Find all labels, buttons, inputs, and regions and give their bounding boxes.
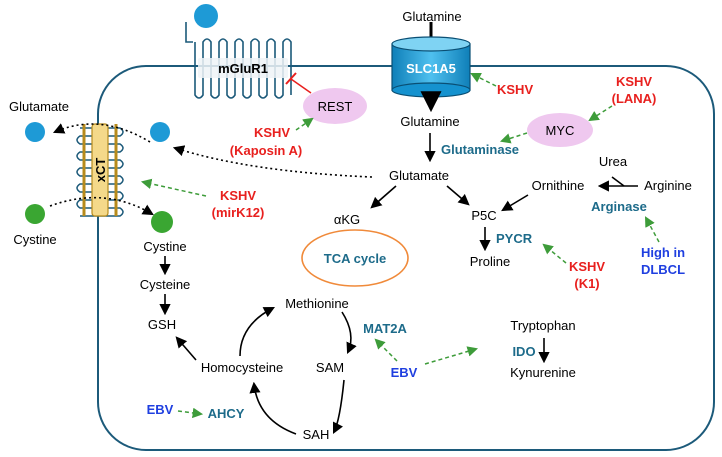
glutamate-outside-label: Glutamate xyxy=(9,99,69,114)
cystine-outside-label: Cystine xyxy=(13,232,56,247)
glutamine-outside-label: Glutamine xyxy=(402,9,461,24)
kshv-kaposin-label-1: KSHV xyxy=(254,125,290,140)
arginase-label: Arginase xyxy=(591,199,647,214)
glutamate-export-arrow xyxy=(52,123,151,143)
kshv-kaposin-arrow xyxy=(295,117,314,131)
sam-to-sah-arc xyxy=(332,379,345,435)
myc-glutaminase-arrow xyxy=(499,132,528,144)
homocysteine-to-methionine-arc xyxy=(239,306,275,357)
kshv-lana-label-2: (LANA) xyxy=(612,91,657,106)
sam-label: SAM xyxy=(316,360,344,375)
rest-label: REST xyxy=(318,99,353,114)
mglur1-receptor xyxy=(185,4,292,99)
ebv-ahcy-arrow xyxy=(177,407,204,419)
urea-branch-arrow xyxy=(611,176,625,187)
xct-label: xCT xyxy=(93,158,108,183)
cystine-inside-circle xyxy=(151,211,173,233)
kshv-mirk12-label-2: (mirK12) xyxy=(212,205,265,220)
akg-label: αKG xyxy=(334,212,360,227)
tca-cycle-label: TCA cycle xyxy=(324,251,386,266)
kshv-lana-arrow xyxy=(588,105,613,122)
rest-inhibits-mglur1 xyxy=(290,78,312,94)
arginine-label: Arginine xyxy=(644,178,692,193)
methionine-to-sam-arc xyxy=(341,311,357,355)
glutamate-outside-circle xyxy=(25,122,45,142)
mglur1-label: mGluR1 xyxy=(218,61,268,76)
methionine-label: Methionine xyxy=(285,296,349,311)
myc-label: MYC xyxy=(546,123,575,138)
tca-cycle-ellipse xyxy=(301,229,409,287)
kshv-slc1a5-arrow xyxy=(470,73,497,87)
ido-label: IDO xyxy=(512,344,535,359)
ornithine-label: Ornithine xyxy=(532,178,585,193)
glutamate-center-label: Glutamate xyxy=(389,168,449,183)
kshv-lana-label-1: KSHV xyxy=(616,74,652,89)
kshv-kaposin-label-2: (Kaposin A) xyxy=(230,143,302,158)
high-in-dlbcl-label-1: High in xyxy=(641,245,685,260)
homocysteine-to-gsh-arrow xyxy=(175,336,197,361)
myc-ellipse xyxy=(527,113,593,147)
glutamate-inside-circle xyxy=(150,122,170,142)
urea-label: Urea xyxy=(599,154,628,169)
high-in-dlbcl-label-2: DLBCL xyxy=(641,262,685,277)
glutamate-to-xct-arrow xyxy=(172,145,373,178)
tryptophan-label: Tryptophan xyxy=(510,318,575,333)
xct-transporter xyxy=(76,123,124,217)
sah-label: SAH xyxy=(303,427,330,442)
dlbcl-arginase-arrow xyxy=(644,216,660,243)
ornithine-to-p5c-arrow xyxy=(501,194,529,212)
kshv-k1-label-1: KSHV xyxy=(569,259,605,274)
kshv-mirk12-label-1: KSHV xyxy=(220,188,256,203)
cysteine-label: Cysteine xyxy=(140,277,191,292)
p5c-label: P5C xyxy=(471,208,496,223)
glutaminase-label: Glutaminase xyxy=(441,142,519,157)
ebv-mat2a-arrow xyxy=(374,338,398,362)
slc1a5-transporter xyxy=(391,22,471,113)
glutamate-to-p5c-arrow xyxy=(446,185,470,206)
kshv-slc1a5-label: KSHV xyxy=(497,82,533,97)
homocysteine-label: Homocysteine xyxy=(201,360,283,375)
kynurenine-label: Kynurenine xyxy=(510,365,576,380)
ebv-ido-arrow xyxy=(424,346,479,365)
pycr-label: PYCR xyxy=(496,231,533,246)
glutamate-to-akg-arrow xyxy=(370,185,397,209)
kshv-k1-label-2: (K1) xyxy=(574,276,599,291)
slc1a5-label: SLC1A5 xyxy=(406,61,456,76)
kshv-mirk12-arrow xyxy=(140,178,207,197)
kshv-k1-arrow xyxy=(542,243,567,264)
gsh-label: GSH xyxy=(148,317,176,332)
mat2a-label: MAT2A xyxy=(363,321,407,336)
ebv-ahcy-label: EBV xyxy=(147,402,174,417)
ebv-ido-label: EBV xyxy=(391,365,418,380)
sah-to-homocysteine-arc xyxy=(249,381,297,435)
glutamine-inside-label: Glutamine xyxy=(400,114,459,129)
cystine-inside-label: Cystine xyxy=(143,239,186,254)
proline-label: Proline xyxy=(470,254,510,269)
rest-ellipse xyxy=(303,88,367,124)
ahcy-label: AHCY xyxy=(208,406,245,421)
cystine-outside-circle xyxy=(25,204,45,224)
inhibition-bar xyxy=(285,72,297,85)
